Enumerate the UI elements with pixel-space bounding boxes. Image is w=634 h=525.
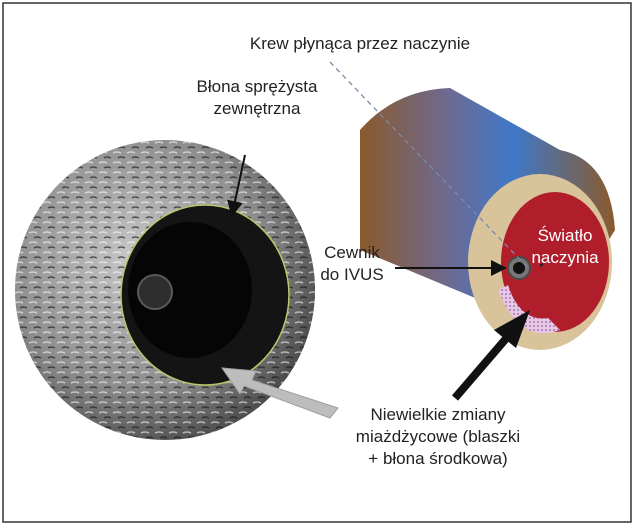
plaque-black-arrow-shaft: [455, 334, 510, 398]
eem-label-line1: Błona sprężysta: [197, 77, 318, 96]
plaque-label-line2: miażdżycowe (blaszki: [356, 427, 520, 446]
lumen-label-line1: Światło: [538, 226, 593, 245]
plaque-label-line1: Niewielkie zmiany: [370, 405, 506, 424]
catheter-label-line2: do IVUS: [320, 265, 383, 284]
lumen-label-line2: naczynia: [531, 248, 599, 267]
plaque-label-line3: + błona środkowa): [368, 449, 507, 468]
vessel-cylinder: [360, 88, 615, 350]
blood-flow-label: Krew płynąca przez naczynie: [250, 34, 470, 53]
eem-label-line2: zewnętrzna: [214, 99, 301, 118]
catheter-label-line1: Cewnik: [324, 243, 380, 262]
catheter-shadow: [138, 275, 172, 309]
